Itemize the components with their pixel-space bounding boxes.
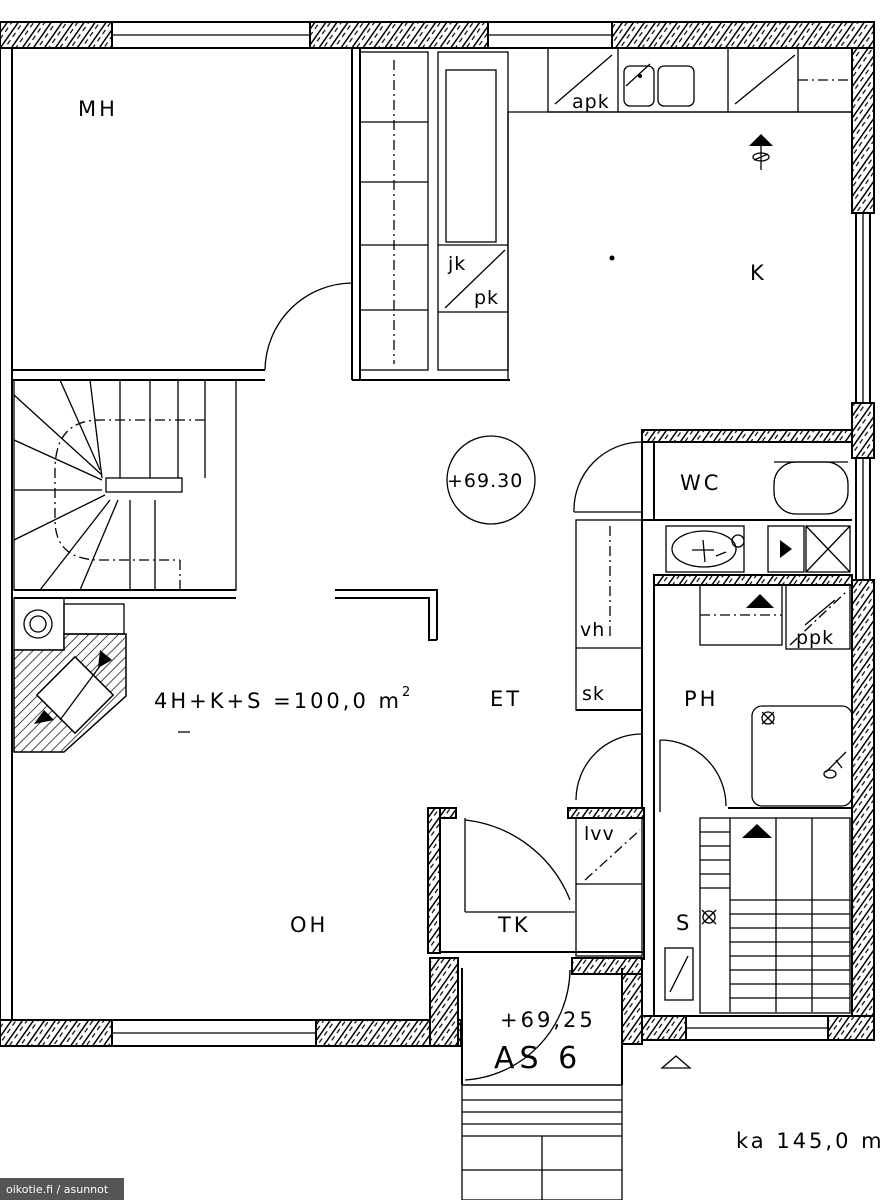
bath-fixtures bbox=[699, 584, 853, 807]
room-label-mh: MH bbox=[78, 97, 118, 121]
fixture-label-pk: pk bbox=[474, 287, 499, 309]
room-label-tk: TK bbox=[497, 913, 531, 937]
floor-area-note: ka 145,0 m bbox=[736, 1129, 885, 1153]
room-label-k: K bbox=[750, 261, 767, 285]
exterior-walls bbox=[0, 21, 875, 1047]
area-formula: 4H+K+S =100,0 m2 bbox=[154, 685, 413, 713]
floor-level-circle bbox=[446, 435, 536, 525]
hallway-closets bbox=[575, 519, 727, 812]
wardrobe-cabinets bbox=[359, 51, 509, 371]
fixture-label-vh: vh bbox=[580, 619, 605, 641]
room-label-s: S bbox=[676, 911, 692, 935]
room-label-oh: OH bbox=[290, 913, 328, 937]
kitchen-ceiling-light-icon bbox=[749, 134, 773, 170]
kitchen-fixture-dot bbox=[609, 255, 615, 261]
apartment-id: AS 6 bbox=[494, 1041, 582, 1076]
entrance-level-label: +69,25 bbox=[500, 1008, 596, 1032]
credit-background bbox=[0, 1178, 124, 1200]
kitchen-counter bbox=[507, 47, 853, 380]
staircase bbox=[13, 379, 237, 599]
bathroom-walls bbox=[573, 429, 853, 810]
fixture-label-apk: apk bbox=[572, 91, 610, 113]
credit-label: oikotie.fi / asunnot bbox=[6, 1183, 109, 1196]
fireplace bbox=[13, 597, 127, 753]
floor-level-label: +69.30 bbox=[447, 470, 523, 492]
room-label-ph: PH bbox=[684, 687, 718, 711]
entrance-walls bbox=[427, 807, 645, 1200]
fixture-label-ppk: ppk bbox=[796, 627, 834, 649]
area-formula-superscript: 2 bbox=[402, 685, 413, 700]
room-label-et: ET bbox=[490, 687, 522, 711]
fixture-label-lvv: lvv bbox=[584, 823, 615, 845]
fixture-label-sk: sk bbox=[582, 683, 605, 705]
storage-stairs bbox=[653, 810, 851, 1016]
fixture-label-jk: jk bbox=[447, 253, 466, 275]
entrance-marker-icon bbox=[660, 1055, 692, 1069]
room-label-wc: WC bbox=[680, 471, 721, 495]
living-room-partition bbox=[335, 589, 438, 641]
